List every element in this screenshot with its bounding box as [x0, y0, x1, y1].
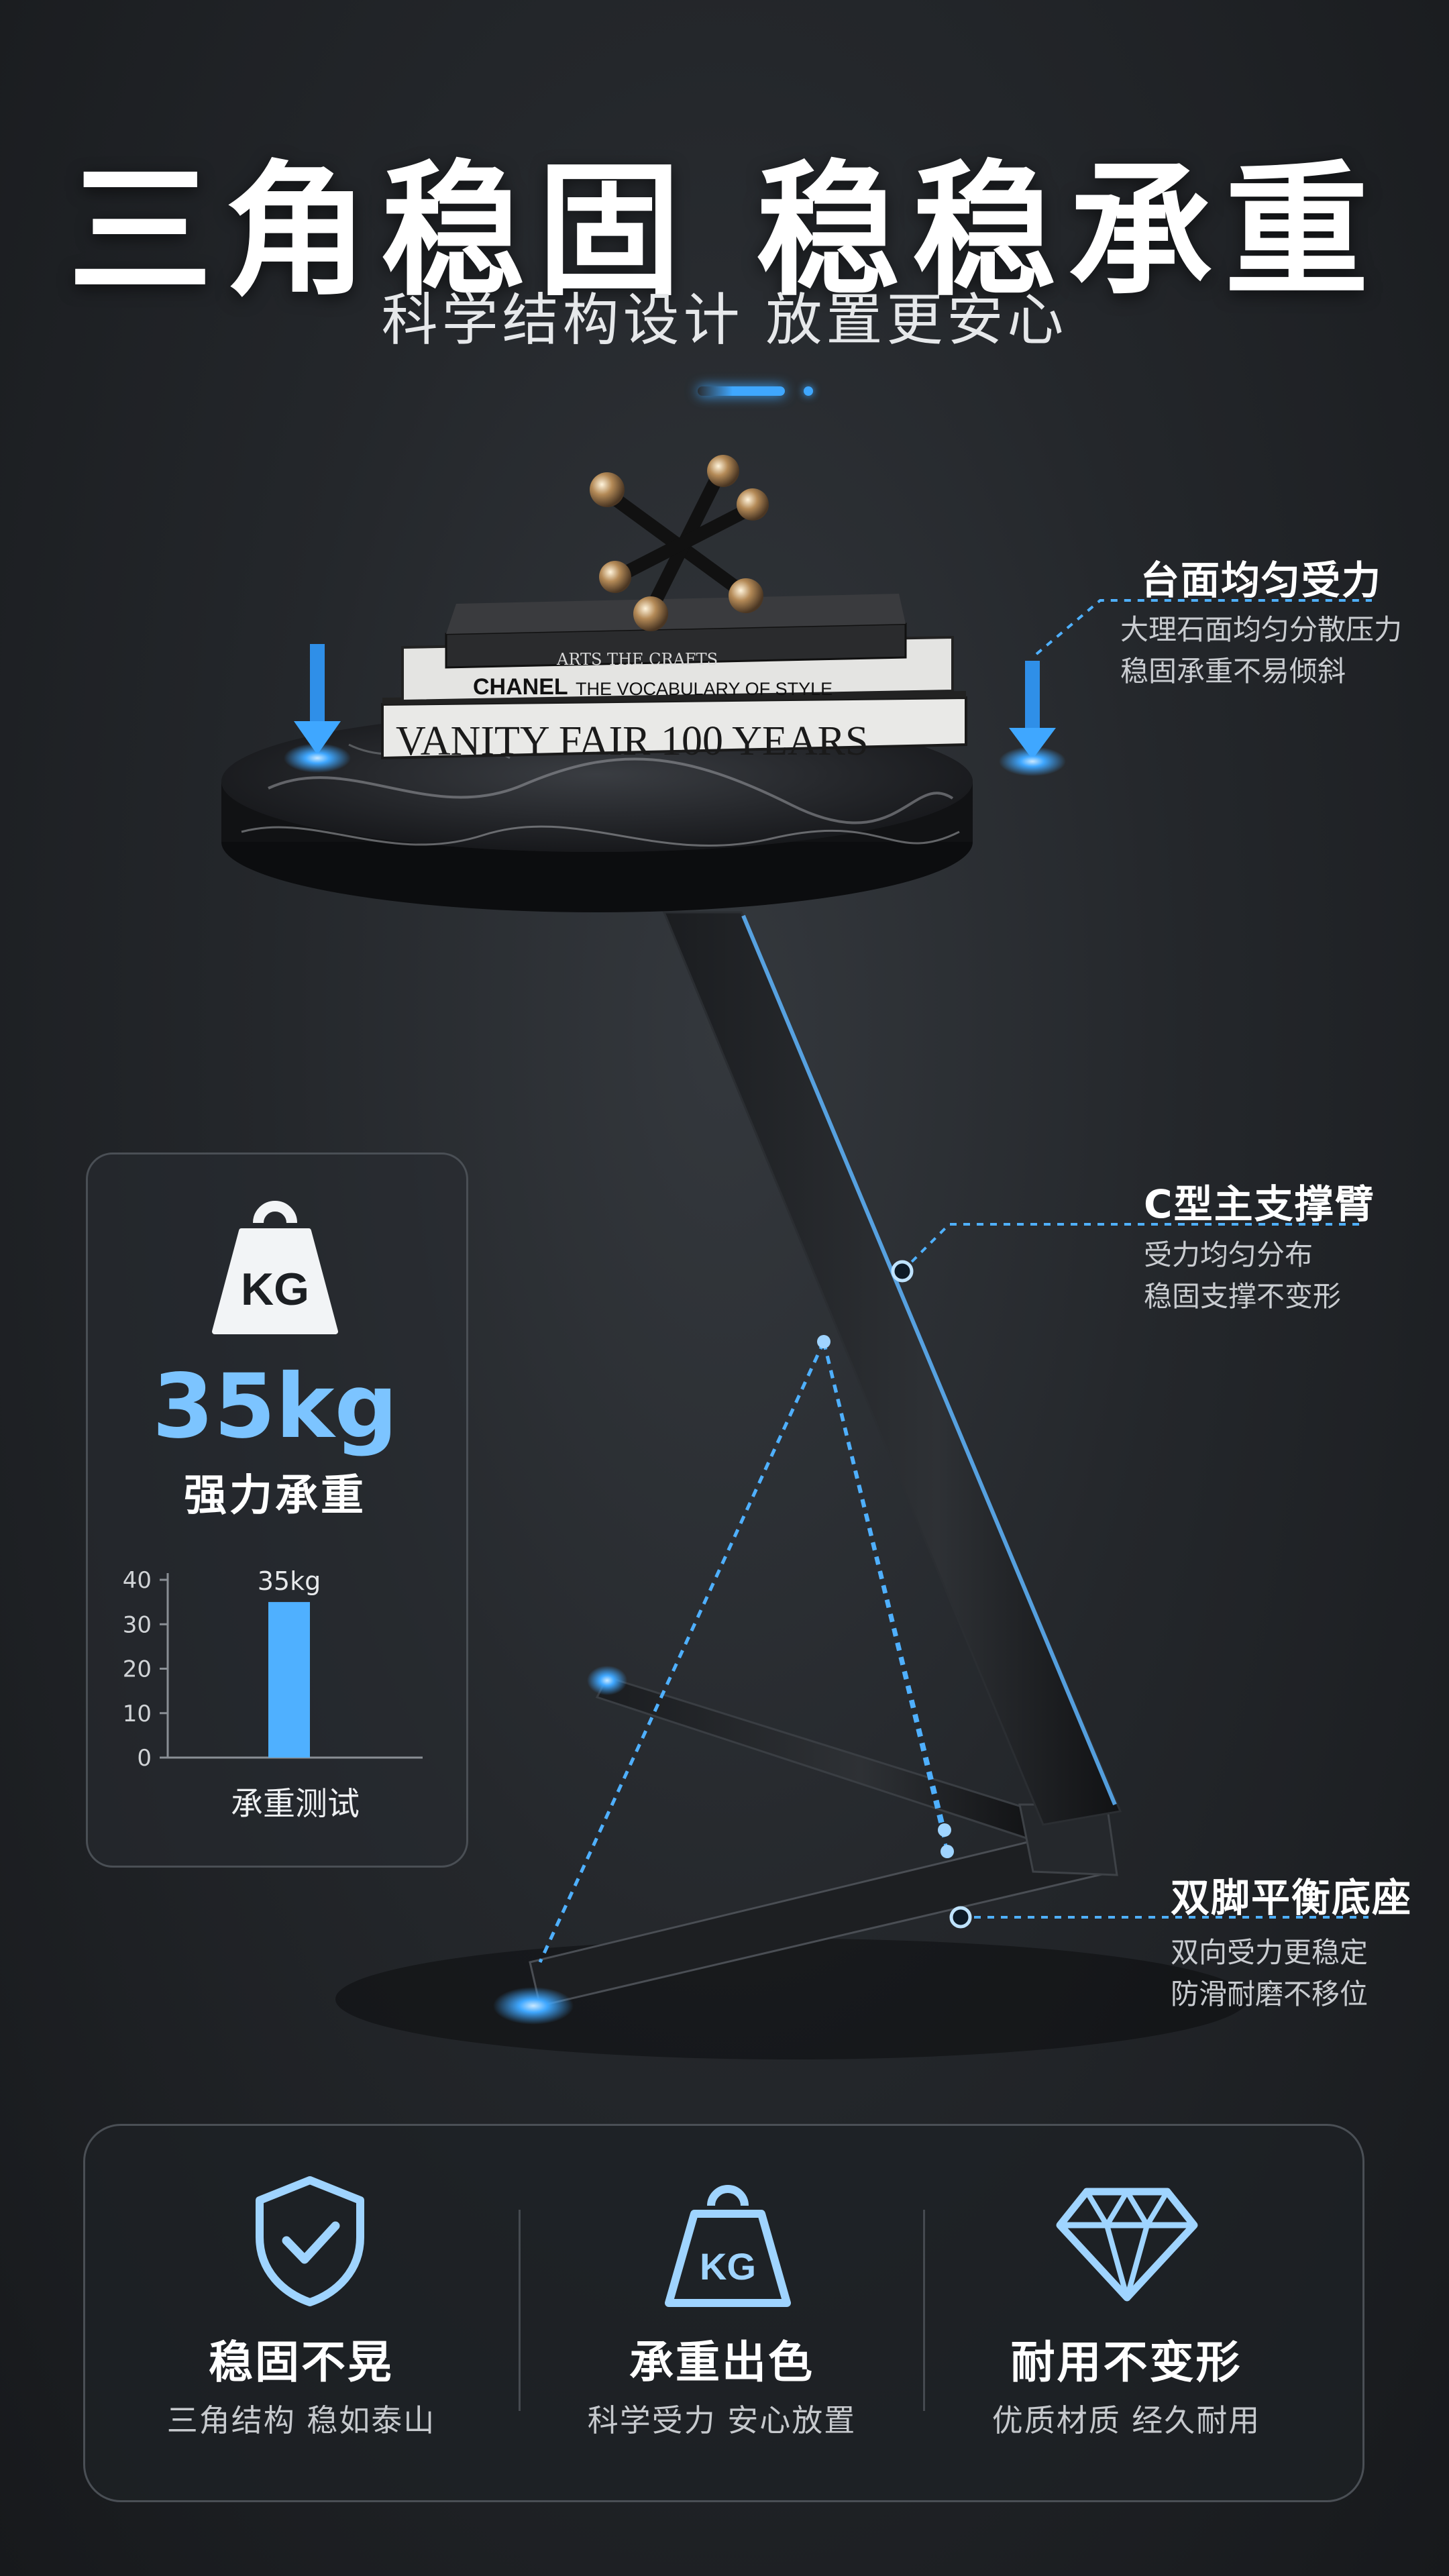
chart-bar	[268, 1602, 310, 1758]
svg-text:KG: KG	[700, 2245, 756, 2288]
feature-title: 稳固不晃	[209, 2337, 394, 2388]
accent-line	[698, 386, 785, 396]
callout-base-line1: 双向受力更稳定	[1171, 1936, 1368, 1969]
load-label: 强力承重	[184, 1471, 366, 1521]
jack-sculpture	[590, 455, 769, 631]
book-stack	[381, 594, 967, 760]
book2-title: THE VOCABULARY OF STYLE	[576, 679, 833, 699]
book1-spine: ARTS THE CRAFTS	[556, 650, 718, 669]
foot-glow-left	[493, 1987, 574, 2025]
chart-y-tick-label: 10	[123, 1701, 152, 1727]
arrow-down-icon-right	[999, 661, 1066, 776]
load-test-chart: 0 10 20 30 40 35kg 承重测试	[123, 1566, 423, 1823]
stability-triangle	[538, 1340, 949, 1964]
kg-weight-icon: KG	[212, 1201, 338, 1334]
feature-text: 优质材质 经久耐用	[991, 2402, 1261, 2438]
feature-title: 耐用不变形	[1010, 2337, 1242, 2388]
feature-text: 三角结构 稳如泰山	[166, 2402, 436, 2438]
feature-divider	[519, 2210, 521, 2411]
chart-y-tick-label: 40	[123, 1567, 152, 1594]
load-value: 35kg	[152, 1355, 398, 1458]
feature-divider	[923, 2210, 925, 2411]
chart-y-tick-label: 20	[123, 1656, 152, 1683]
callout-arm-title: C型主支撑臂	[1144, 1181, 1375, 1227]
chart-y-tick-label: 0	[137, 1745, 152, 1772]
callout-arm-line1: 受力均匀分布	[1144, 1238, 1313, 1271]
callout-top-line1: 大理石面均匀分散压力	[1120, 613, 1403, 646]
callout-line-top	[1035, 599, 1372, 655]
callout-base-line2: 防滑耐磨不移位	[1171, 1978, 1368, 2010]
c-support-arm	[662, 911, 1122, 1826]
feature-text: 科学受力 安心放置	[587, 2402, 857, 2438]
page-subtitle: 科学结构设计 放置更安心	[381, 287, 1068, 353]
book3-spine: VANITY FAIR 100 YEARS	[396, 718, 868, 764]
shield-check-icon	[256, 2176, 364, 2306]
feature-title: 承重出色	[629, 2337, 814, 2388]
callout-top-line2: 稳固承重不易倾斜	[1120, 655, 1346, 688]
svg-text:KG: KG	[241, 1264, 309, 1315]
page-title: 三角稳固 稳稳承重	[68, 147, 1381, 315]
callout-line-arm	[901, 1223, 1362, 1273]
callout-top-title: 台面均匀受力	[1140, 557, 1383, 603]
arrow-down-icon-left	[284, 644, 351, 773]
accent-dot	[804, 386, 813, 396]
callout-arm-line2: 稳固支撑不变形	[1144, 1280, 1342, 1313]
chart-x-label: 承重测试	[231, 1785, 360, 1823]
chart-data-label: 35kg	[258, 1566, 321, 1596]
book2-brand: CHANEL	[473, 674, 568, 700]
floor-shadow	[335, 1939, 1248, 2059]
chart-y-tick-label: 30	[123, 1611, 152, 1638]
kg-weight-icon: KG	[665, 2185, 791, 2307]
callout-base-title: 双脚平衡底座	[1171, 1875, 1413, 1921]
diamond-icon	[1056, 2188, 1198, 2302]
foot-glow-back	[587, 1666, 627, 1695]
